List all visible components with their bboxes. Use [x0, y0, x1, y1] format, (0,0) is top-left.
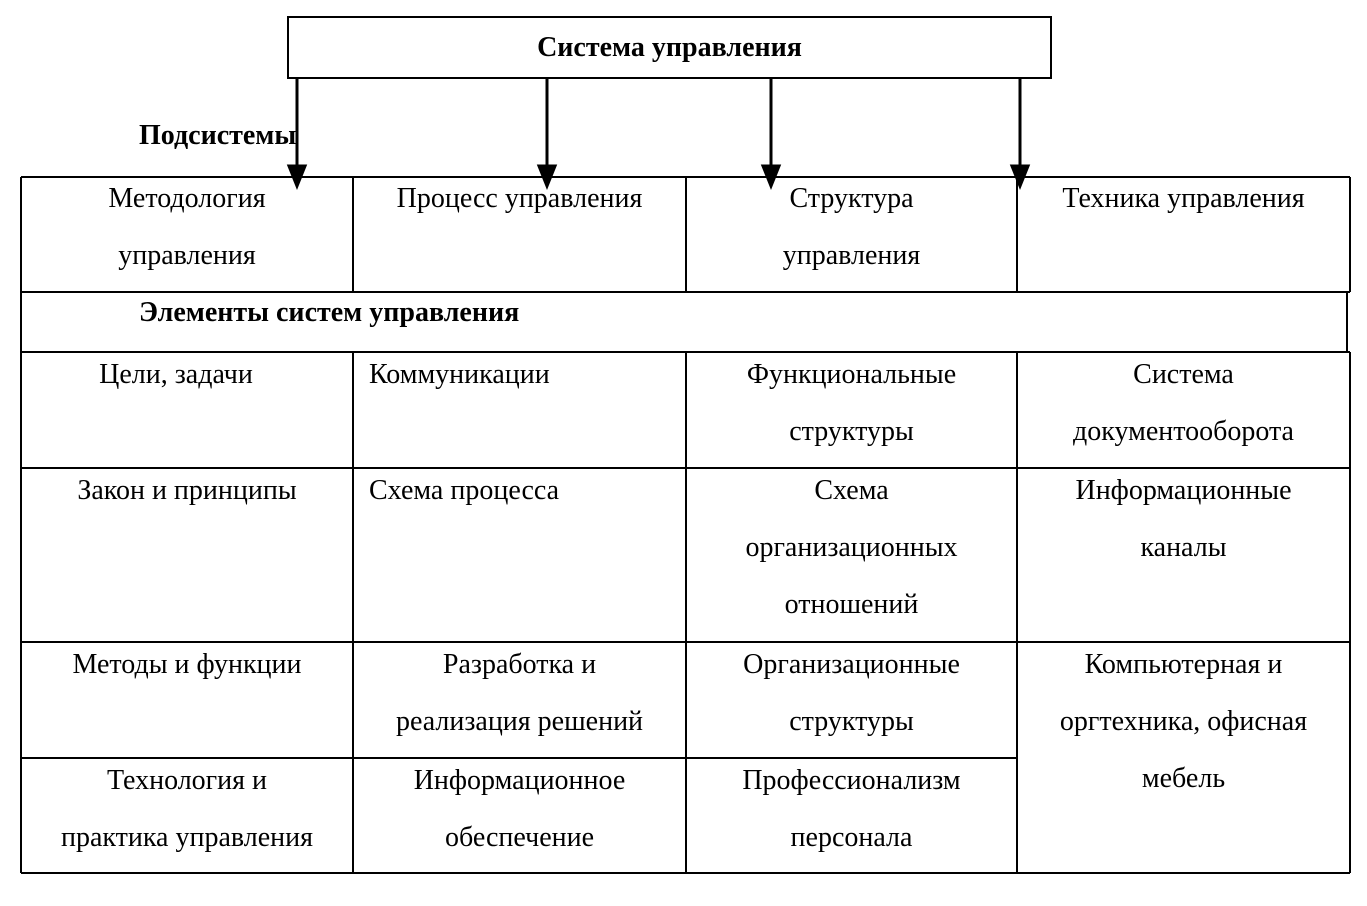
- element-info-support: Информационное обеспечение: [353, 750, 686, 866]
- subsystem-structure: Структура управления: [686, 168, 1017, 284]
- subsystem-process: Процесс управления: [353, 168, 686, 227]
- cell-line: Схема: [814, 475, 889, 506]
- subsystems-label: Подсистемы: [139, 120, 297, 151]
- system-title: Система управления: [537, 31, 802, 63]
- cell-line: организационных: [745, 532, 958, 563]
- element-goals: Цели, задачи: [10, 344, 342, 403]
- subsystem-technique: Техника управления: [1017, 168, 1350, 227]
- cell-line: персонала: [790, 822, 913, 853]
- cell-line: Организационные: [743, 649, 960, 680]
- cell-line: реализация решений: [395, 706, 644, 737]
- cell-line: Профессионализм: [742, 765, 961, 796]
- element-methods-functions: Методы и функции: [21, 634, 353, 693]
- cell-line: Технология и: [106, 765, 267, 796]
- element-functional-structures: Функциональные структуры: [686, 344, 1017, 460]
- cell-line: Техника управления: [1062, 183, 1305, 214]
- element-computers-office: Компьютерная и оргтехника, офисная мебел…: [1017, 634, 1350, 807]
- element-professionalism: Профессионализм персонала: [686, 750, 1017, 866]
- cell-line: документооборота: [1073, 416, 1294, 447]
- cell-line: обеспечение: [444, 822, 595, 853]
- element-org-structures: Организационные структуры: [686, 634, 1017, 750]
- element-technology-practice: Технология и практика управления: [21, 750, 353, 866]
- cell-line: Цели, задачи: [99, 359, 253, 390]
- element-document-flow: Система документооборота: [1017, 344, 1350, 460]
- cell-line: Методы и функции: [72, 649, 302, 680]
- cell-line: практика управления: [61, 822, 313, 853]
- cell-line: Система: [1133, 359, 1234, 390]
- cell-line: управления: [782, 240, 921, 271]
- cell-line: Закон и принципы: [77, 475, 297, 506]
- cell-line: Коммуникации: [369, 359, 550, 390]
- element-process-scheme: Схема процесса: [353, 460, 686, 519]
- element-org-relations-scheme: Схема организационных отношений: [686, 460, 1017, 633]
- cell-line: Компьютерная и: [1084, 649, 1283, 680]
- cell-line: Методология: [108, 183, 266, 214]
- cell-line: Структура: [789, 183, 914, 214]
- cell-line: каналы: [1140, 532, 1227, 563]
- cell-line: структуры: [789, 416, 914, 447]
- elements-label: Элементы систем управления: [139, 297, 520, 328]
- cell-line: Информационное: [413, 765, 626, 796]
- cell-line: Функциональные: [746, 359, 957, 390]
- cell-line: Информационные: [1075, 475, 1292, 506]
- subsystem-methodology: Методология управления: [21, 168, 353, 284]
- element-decision-making: Разработка и реализация решений: [353, 634, 686, 750]
- cell-line: мебель: [1141, 763, 1226, 794]
- system-title-box: Система управления: [287, 16, 1052, 79]
- cell-line: структуры: [789, 706, 914, 737]
- cell-line: Схема процесса: [369, 475, 560, 506]
- element-info-channels: Информационные каналы: [1017, 460, 1350, 576]
- cell-line: оргтехника, офисная: [1059, 706, 1308, 737]
- cell-line: Разработка и: [442, 649, 597, 680]
- element-laws-principles: Закон и принципы: [21, 460, 353, 519]
- cell-line: управления: [118, 240, 256, 271]
- cell-line: отношений: [784, 589, 919, 620]
- cell-line: Процесс управления: [396, 183, 643, 214]
- element-communications: Коммуникации: [353, 344, 686, 403]
